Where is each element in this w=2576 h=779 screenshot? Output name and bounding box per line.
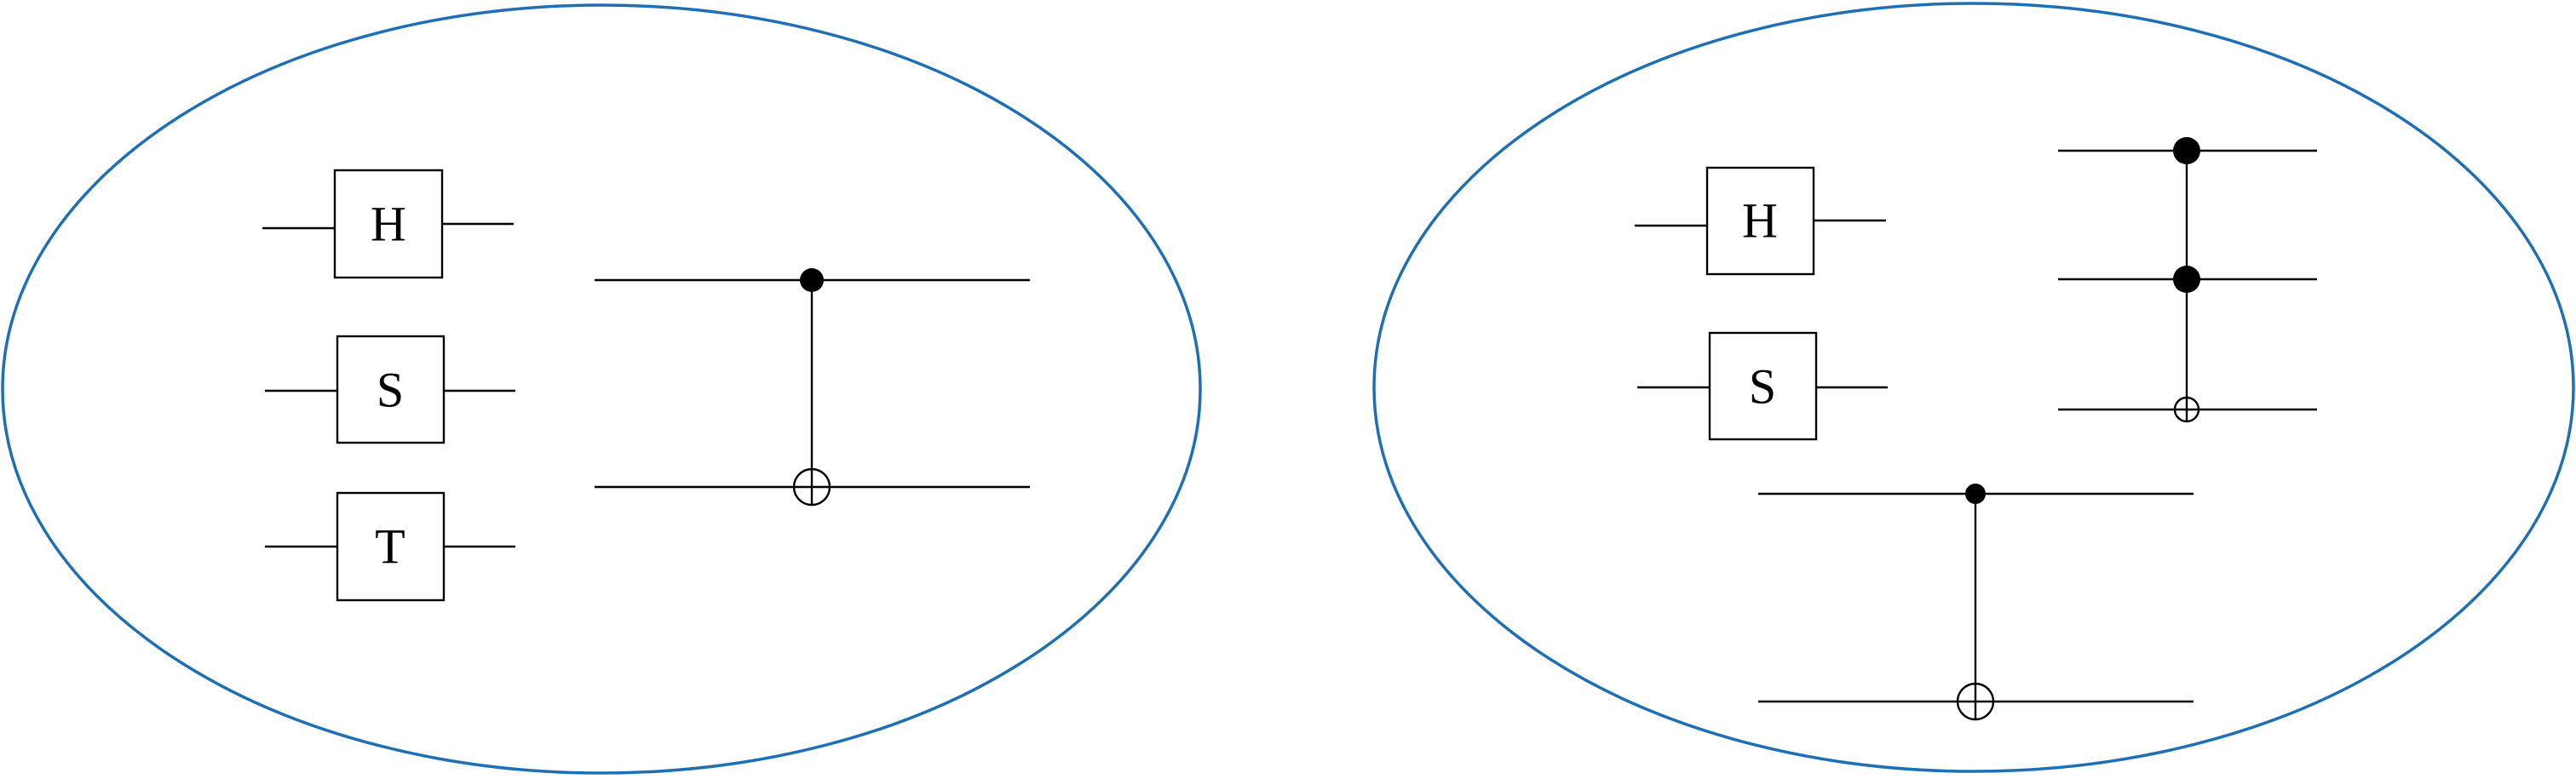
t-gate-label: T — [375, 519, 405, 575]
s-gate-label: S — [377, 363, 404, 418]
s-gate-box — [1708, 331, 1818, 441]
cnot-gate — [595, 268, 1030, 507]
s-gate: S — [1637, 331, 1888, 441]
right-gate-set: H S — [1372, 2, 2575, 773]
h-gate-box — [1705, 166, 1815, 276]
h-gate: H — [262, 169, 514, 279]
s-gate-box — [336, 335, 446, 444]
right-set-ellipse — [1372, 2, 2575, 773]
toffoli-control-dot-2 — [2173, 266, 2200, 293]
t-gate-box — [336, 491, 446, 602]
toffoli-control-dot-1 — [2173, 137, 2200, 164]
t-gate: T — [265, 491, 515, 602]
cnot-control-dot — [800, 268, 824, 292]
cnot-gate — [1758, 484, 2194, 721]
s-gate-label: S — [1749, 359, 1776, 415]
h-gate-label: H — [1742, 193, 1778, 249]
cnot-control-dot — [1965, 484, 1986, 504]
h-gate: H — [1635, 166, 1886, 276]
cnot-target-symbol — [792, 467, 831, 507]
s-gate: S — [265, 335, 515, 444]
h-gate-label: H — [371, 197, 406, 252]
h-gate-box — [333, 169, 444, 279]
left-set-ellipse — [1, 3, 1202, 775]
cnot-target-symbol — [1956, 682, 1995, 721]
toffoli-gate — [2058, 137, 2317, 423]
toffoli-target-symbol — [2173, 396, 2200, 423]
left-gate-set: H S T — [1, 3, 1202, 775]
